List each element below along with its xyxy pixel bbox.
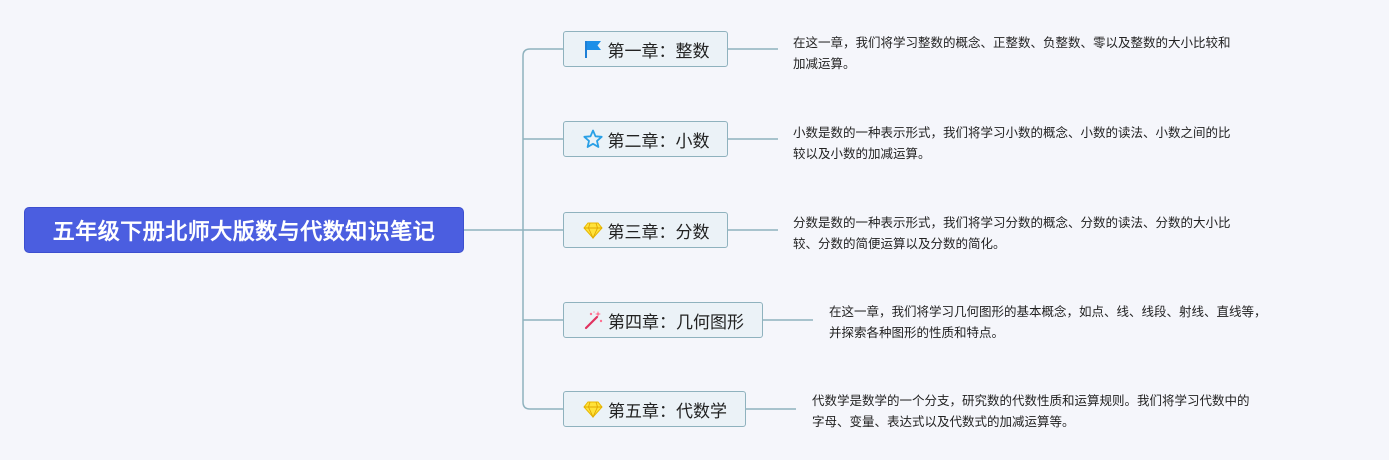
magic-wand-icon	[582, 309, 604, 331]
chapter-node-4[interactable]: 第四章：几何图形	[563, 302, 763, 338]
chapter-label: 第三章：分数	[607, 222, 710, 243]
chapter-node-3[interactable]: 第三章：分数	[563, 212, 728, 248]
description-line: 在这一章，我们将学习几何图形的基本概念，如点、线、线段、射线、直线等，	[829, 304, 1267, 319]
chapter-node-2[interactable]: 第二章：小数	[563, 121, 728, 157]
chapter-node-5[interactable]: 第五章：代数学	[563, 391, 746, 427]
chapter-label: 第五章：代数学	[608, 401, 727, 422]
chapter-description-4: 在这一章，我们将学习几何图形的基本概念，如点、线、线段、射线、直线等， 并探索各…	[829, 301, 1267, 343]
blue-flag-icon	[582, 38, 604, 60]
chapter-label: 第二章：小数	[607, 131, 710, 152]
yellow-gem-icon	[582, 398, 604, 420]
root-title: 五年级下册北师大版数与代数知识笔记	[52, 220, 436, 245]
chapter-label: 第四章：几何图形	[608, 312, 744, 333]
chapter-description-2: 小数是数的一种表示形式，我们将学习小数的概念、小数的读法、小数之间的比 较以及小…	[793, 122, 1231, 164]
chapter-label: 第一章：整数	[607, 41, 710, 62]
chapter-description-5: 代数学是数学的一个分支，研究数的代数性质和运算规则。我们将学习代数中的 字母、变…	[812, 390, 1250, 432]
chapter-description-3: 分数是数的一种表示形式，我们将学习分数的概念、分数的读法、分数的大小比 较、分数…	[793, 212, 1231, 254]
description-line: 加减运算。	[793, 56, 856, 71]
trunk-line	[522, 48, 563, 410]
root-topic[interactable]: 五年级下册北师大版数与代数知识笔记	[25, 208, 463, 252]
description-line: 分数是数的一种表示形式，我们将学习分数的概念、分数的读法、分数的大小比	[793, 215, 1231, 230]
description-line: 小数是数的一种表示形式，我们将学习小数的概念、小数的读法、小数之间的比	[793, 125, 1231, 140]
chapter-node-1[interactable]: 第一章：整数	[563, 31, 728, 67]
star-outline-icon	[582, 128, 604, 150]
yellow-gem-icon	[582, 219, 604, 241]
description-line: 在这一章，我们将学习整数的概念、正整数、负整数、零以及整数的大小比较和	[793, 35, 1231, 50]
description-line: 并探索各种图形的性质和特点。	[829, 325, 1005, 340]
description-line: 较、分数的简便运算以及分数的简化。	[793, 236, 1006, 251]
chapter-description-1: 在这一章，我们将学习整数的概念、正整数、负整数、零以及整数的大小比较和 加减运算…	[793, 32, 1231, 74]
description-line: 较以及小数的加减运算。	[793, 146, 931, 161]
description-line: 字母、变量、表达式以及代数式的加减运算等。	[812, 414, 1075, 429]
description-line: 代数学是数学的一个分支，研究数的代数性质和运算规则。我们将学习代数中的	[812, 393, 1250, 408]
